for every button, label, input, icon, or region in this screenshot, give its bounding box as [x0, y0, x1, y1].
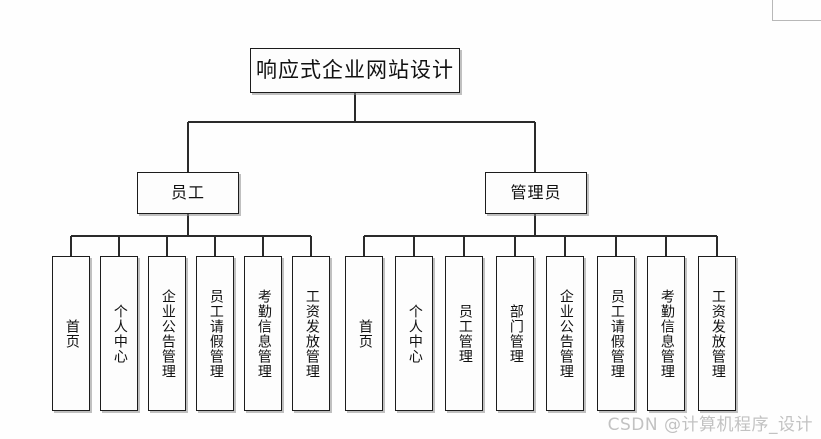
leaf-employee-salary-mgmt[interactable]: 工资发放管理	[292, 256, 330, 411]
leaf-admin-announcement-mgmt[interactable]: 企业公告管理	[546, 256, 584, 411]
leaf-admin-attendance-mgmt[interactable]: 考勤信息管理	[647, 256, 685, 411]
leaf-admin-leave-mgmt-label: 员工请假管理	[608, 288, 625, 379]
node-branch-admin[interactable]: 管理员	[485, 172, 587, 214]
leaf-admin-salary-mgmt-label: 工资发放管理	[709, 288, 726, 379]
leaf-admin-attendance-mgmt-label: 考勤信息管理	[658, 288, 675, 379]
leaf-employee-attendance-mgmt-label: 考勤信息管理	[255, 288, 272, 379]
leaf-employee-home-label: 首页	[63, 318, 80, 349]
leaf-admin-home-label: 首页	[356, 318, 373, 349]
leaf-admin-home[interactable]: 首页	[345, 256, 383, 411]
leaf-employee-personal-center[interactable]: 个人中心	[100, 256, 138, 411]
leaf-employee-leave-mgmt-label: 员工请假管理	[207, 288, 224, 379]
leaf-admin-personal-center[interactable]: 个人中心	[395, 256, 433, 411]
leaf-admin-personal-center-label: 个人中心	[406, 303, 423, 364]
leaf-admin-leave-mgmt[interactable]: 员工请假管理	[597, 256, 635, 411]
corner-border-artifact	[772, 0, 821, 21]
leaf-admin-announcement-mgmt-label: 企业公告管理	[557, 288, 574, 379]
node-root-label: 响应式企业网站设计	[256, 58, 454, 82]
leaf-employee-announcement-mgmt-label: 企业公告管理	[159, 288, 176, 379]
leaf-employee-attendance-mgmt[interactable]: 考勤信息管理	[244, 256, 282, 411]
leaf-employee-salary-mgmt-label: 工资发放管理	[303, 288, 320, 379]
leaf-employee-home[interactable]: 首页	[52, 256, 90, 411]
leaf-admin-employee-mgmt[interactable]: 员工管理	[445, 256, 483, 411]
leaf-employee-personal-center-label: 个人中心	[111, 303, 128, 364]
node-branch-employee[interactable]: 员工	[137, 172, 239, 214]
leaf-admin-salary-mgmt[interactable]: 工资发放管理	[698, 256, 736, 411]
node-branch-employee-label: 员工	[170, 183, 205, 202]
node-root[interactable]: 响应式企业网站设计	[250, 48, 460, 93]
leaf-employee-leave-mgmt[interactable]: 员工请假管理	[196, 256, 234, 411]
leaf-admin-department-mgmt[interactable]: 部门管理	[496, 256, 534, 411]
leaf-admin-department-mgmt-label: 部门管理	[507, 303, 524, 364]
node-branch-admin-label: 管理员	[510, 183, 562, 202]
leaf-employee-announcement-mgmt[interactable]: 企业公告管理	[148, 256, 186, 411]
csdn-watermark: CSDN @计算机程序_设计	[607, 415, 813, 435]
leaf-admin-employee-mgmt-label: 员工管理	[456, 303, 473, 364]
